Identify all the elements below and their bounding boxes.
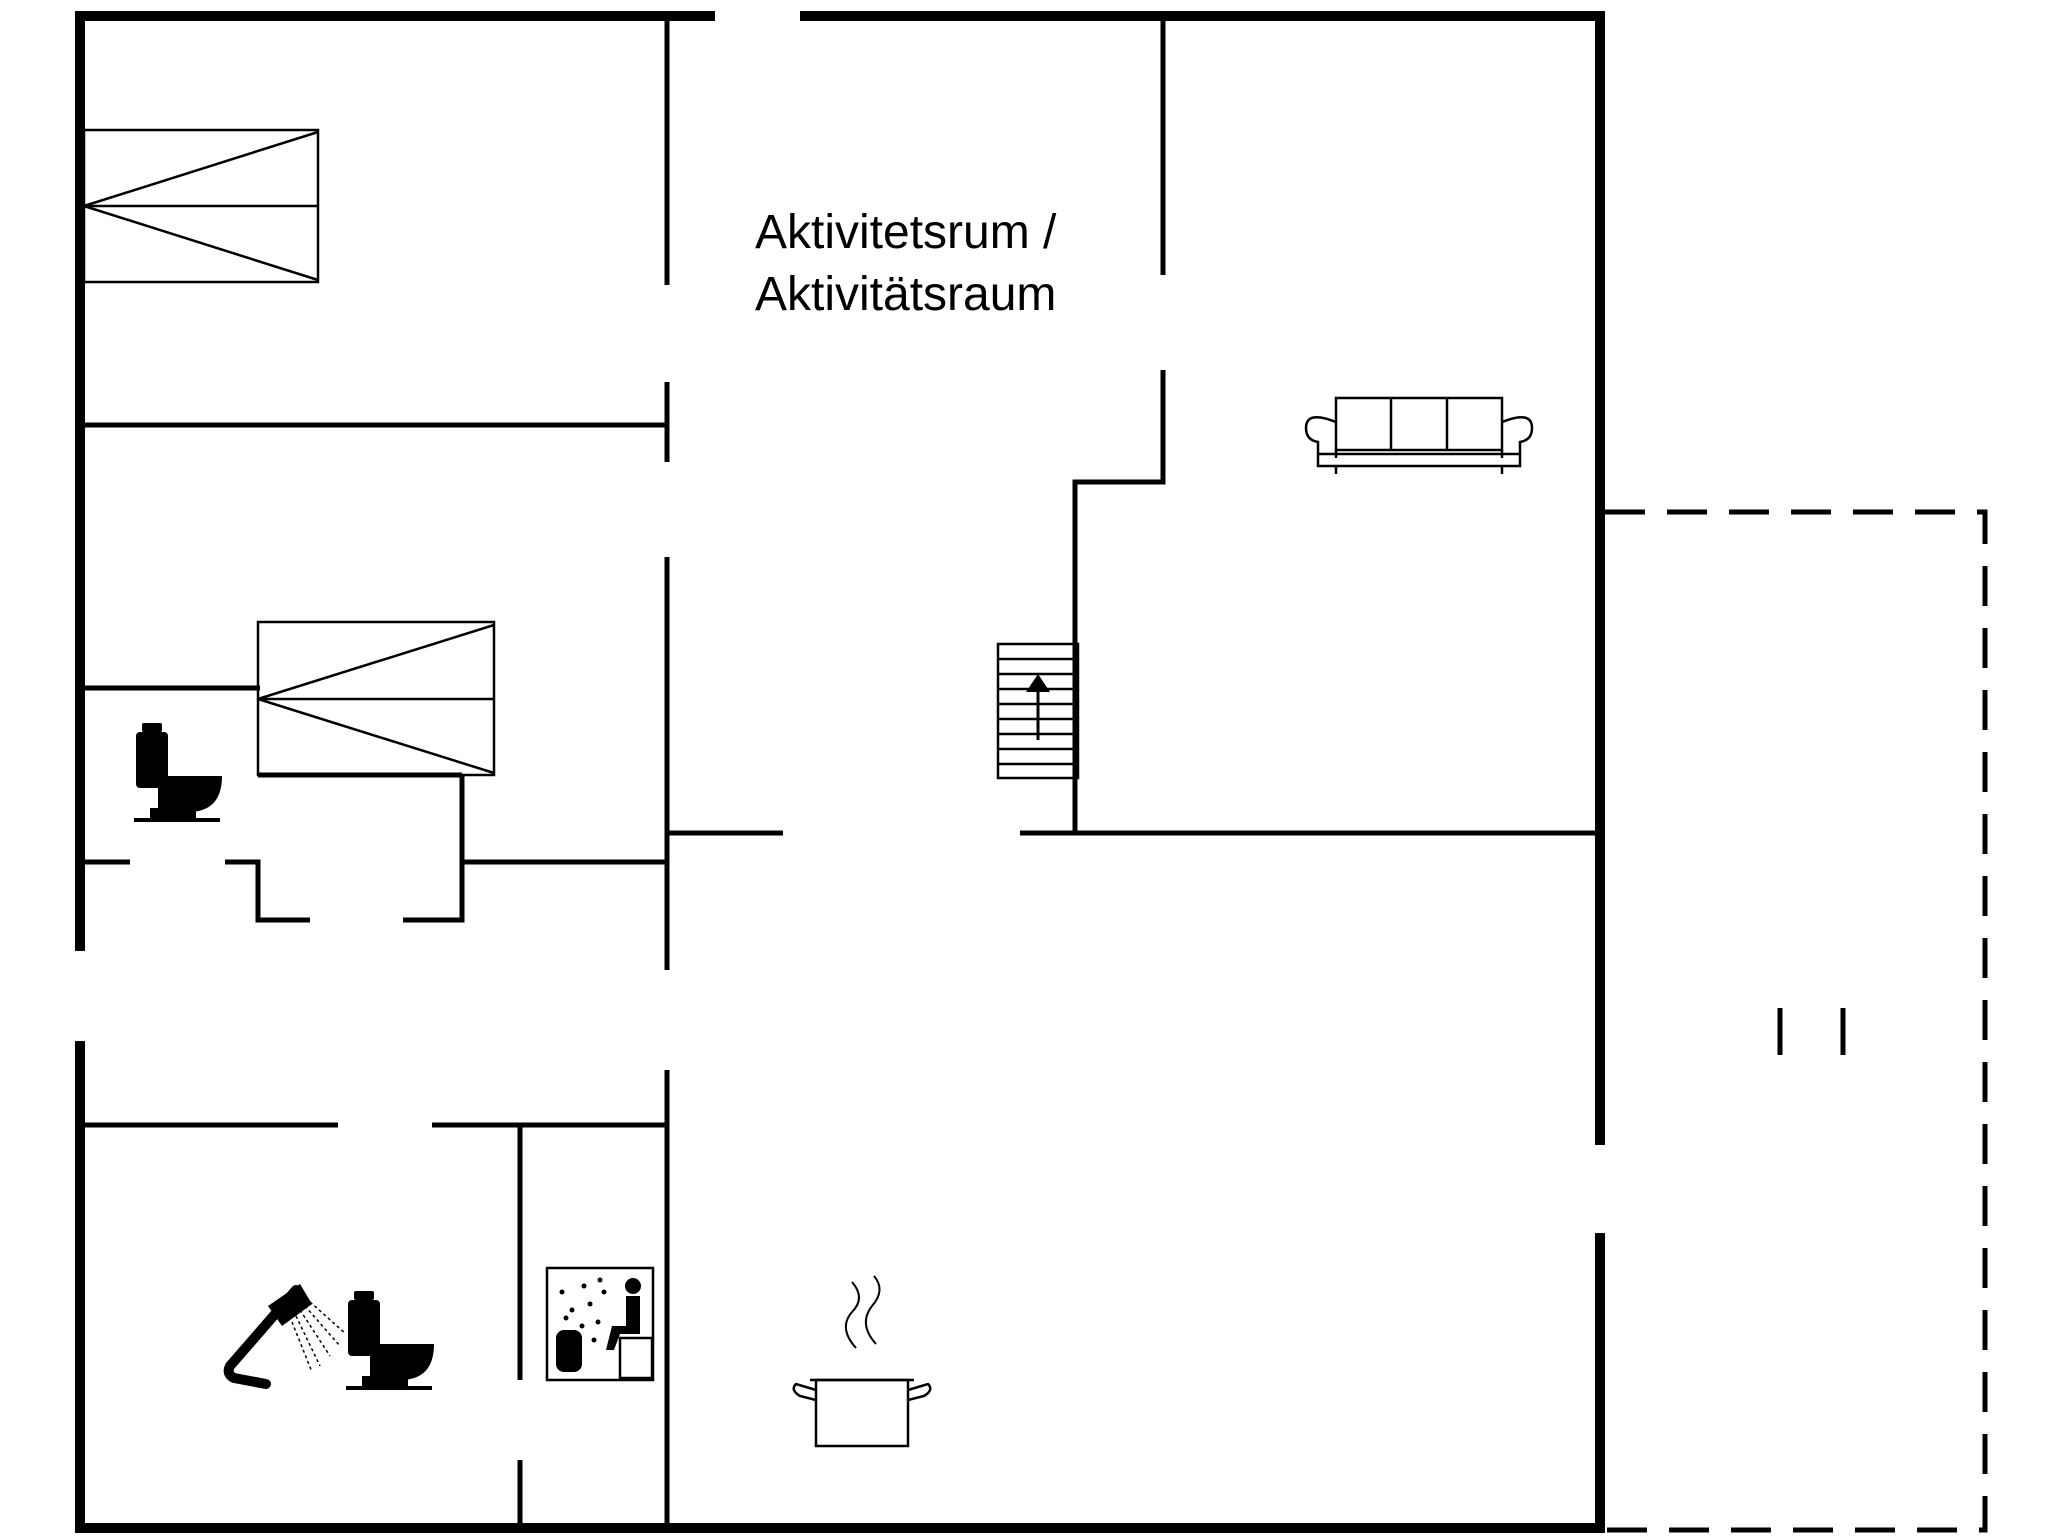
bed-icon bbox=[82, 128, 320, 284]
cooking-pot-icon bbox=[792, 1275, 932, 1448]
toilet-icon bbox=[346, 1291, 434, 1390]
shower-icon bbox=[223, 1284, 347, 1389]
toilet-icon bbox=[134, 723, 222, 822]
room-label-line-2: Aktivitätsraum bbox=[755, 268, 1056, 321]
room-label-line-1: Aktivitetsrum / bbox=[755, 206, 1057, 259]
sauna-icon bbox=[545, 1266, 655, 1382]
bed-icon bbox=[256, 620, 496, 777]
outer-walls bbox=[75, 11, 1605, 1533]
sofa-icon bbox=[1304, 396, 1534, 474]
terrace-outline bbox=[1605, 509, 1988, 1533]
stairs-icon bbox=[996, 642, 1080, 780]
